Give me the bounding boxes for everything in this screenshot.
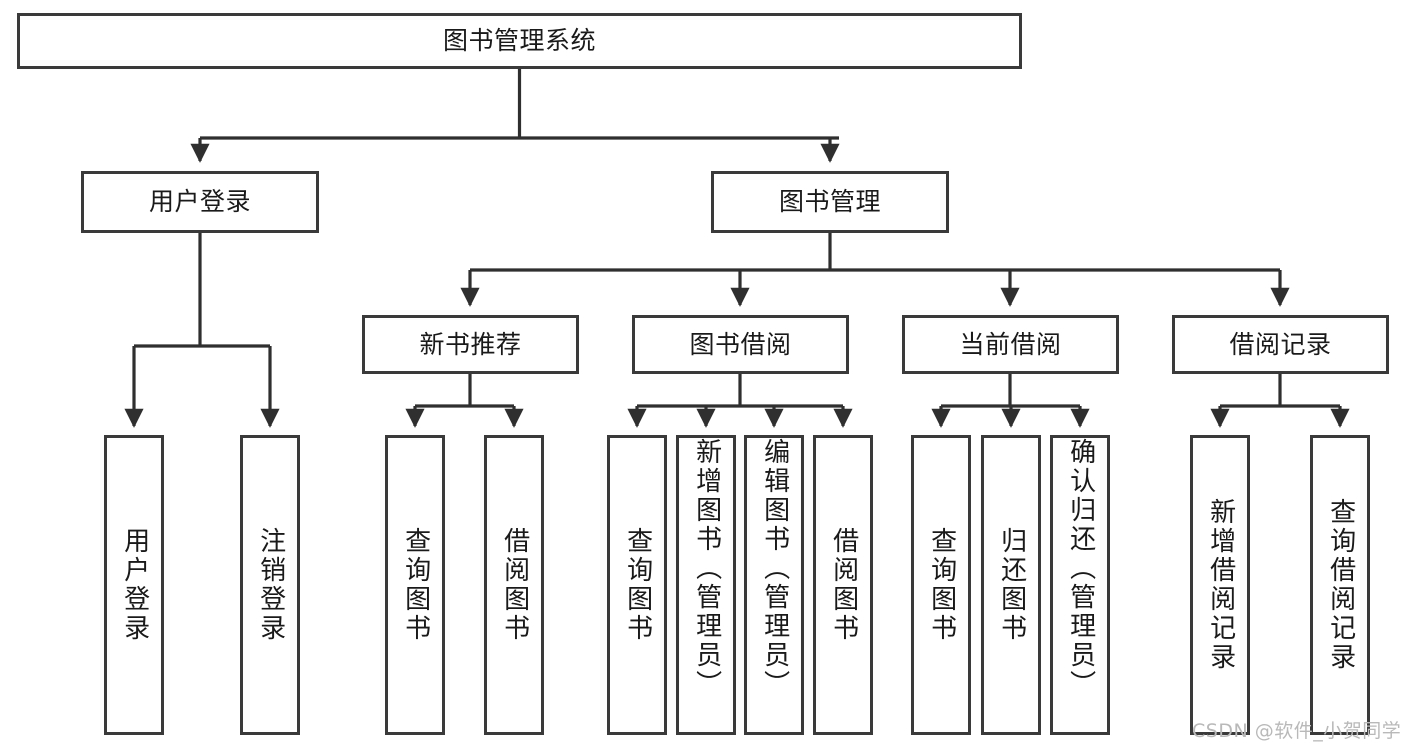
leaf-logout[interactable]: 注销登录: [240, 435, 300, 735]
node-book-borrow[interactable]: 图书借阅: [632, 315, 849, 374]
csdn-watermark-text: CSDN @软件_小贺同学: [1192, 720, 1402, 742]
node-user-login[interactable]: 用户登录: [81, 171, 319, 233]
node-new-book-recommend-label: 新书推荐: [419, 329, 522, 359]
leaf-add-book-admin[interactable]: 新增图书（管理员）: [676, 435, 736, 735]
leaf-return-books[interactable]: 归还图书: [981, 435, 1041, 735]
leaf-add-borrow-record[interactable]: 新增借阅记录: [1190, 435, 1250, 735]
leaf-query-borrow-record-label: 查询借阅记录: [1325, 498, 1356, 672]
leaf-borrow-books-recommend[interactable]: 借阅图书: [484, 435, 544, 735]
leaf-return-books-label: 归还图书: [996, 527, 1027, 643]
leaf-edit-book-admin-label: 编辑图书（管理员）: [759, 438, 790, 699]
node-book-borrow-label: 图书借阅: [689, 329, 792, 359]
leaf-query-books-current[interactable]: 查询图书: [911, 435, 971, 735]
leaf-logout-label: 注销登录: [255, 527, 286, 643]
node-borrow-records[interactable]: 借阅记录: [1172, 315, 1389, 374]
leaf-query-books-borrow[interactable]: 查询图书: [607, 435, 667, 735]
node-borrow-records-label: 借阅记录: [1229, 329, 1332, 359]
csdn-watermark: CSDN @软件_小贺同学: [1192, 716, 1401, 743]
leaf-user-login[interactable]: 用户登录: [104, 435, 164, 735]
leaf-query-books-borrow-label: 查询图书: [622, 527, 653, 643]
leaf-borrow-books-recommend-label: 借阅图书: [499, 527, 530, 643]
leaf-lend-books[interactable]: 借阅图书: [813, 435, 873, 735]
leaf-edit-book-admin[interactable]: 编辑图书（管理员）: [744, 435, 804, 735]
node-book-management-label: 图书管理: [778, 187, 881, 216]
leaf-confirm-return-admin-label: 确认归还（管理员）: [1065, 438, 1096, 699]
node-new-book-recommend[interactable]: 新书推荐: [362, 315, 579, 374]
node-root-system[interactable]: 图书管理系统: [17, 13, 1022, 69]
node-user-login-label: 用户登录: [148, 187, 251, 216]
leaf-query-books-current-label: 查询图书: [926, 527, 957, 643]
leaf-user-login-label: 用户登录: [119, 527, 150, 643]
leaf-lend-books-label: 借阅图书: [828, 527, 859, 643]
node-current-borrow-label: 当前借阅: [959, 329, 1062, 359]
leaf-add-book-admin-label: 新增图书（管理员）: [691, 438, 722, 699]
leaf-query-books-recommend-label: 查询图书: [400, 527, 431, 643]
node-root-label: 图书管理系统: [442, 26, 596, 55]
node-current-borrow[interactable]: 当前借阅: [902, 315, 1119, 374]
leaf-add-borrow-record-label: 新增借阅记录: [1205, 498, 1236, 672]
leaf-query-books-recommend[interactable]: 查询图书: [385, 435, 445, 735]
leaf-confirm-return-admin[interactable]: 确认归还（管理员）: [1050, 435, 1110, 735]
node-book-management[interactable]: 图书管理: [711, 171, 949, 233]
leaf-query-borrow-record[interactable]: 查询借阅记录: [1310, 435, 1370, 735]
